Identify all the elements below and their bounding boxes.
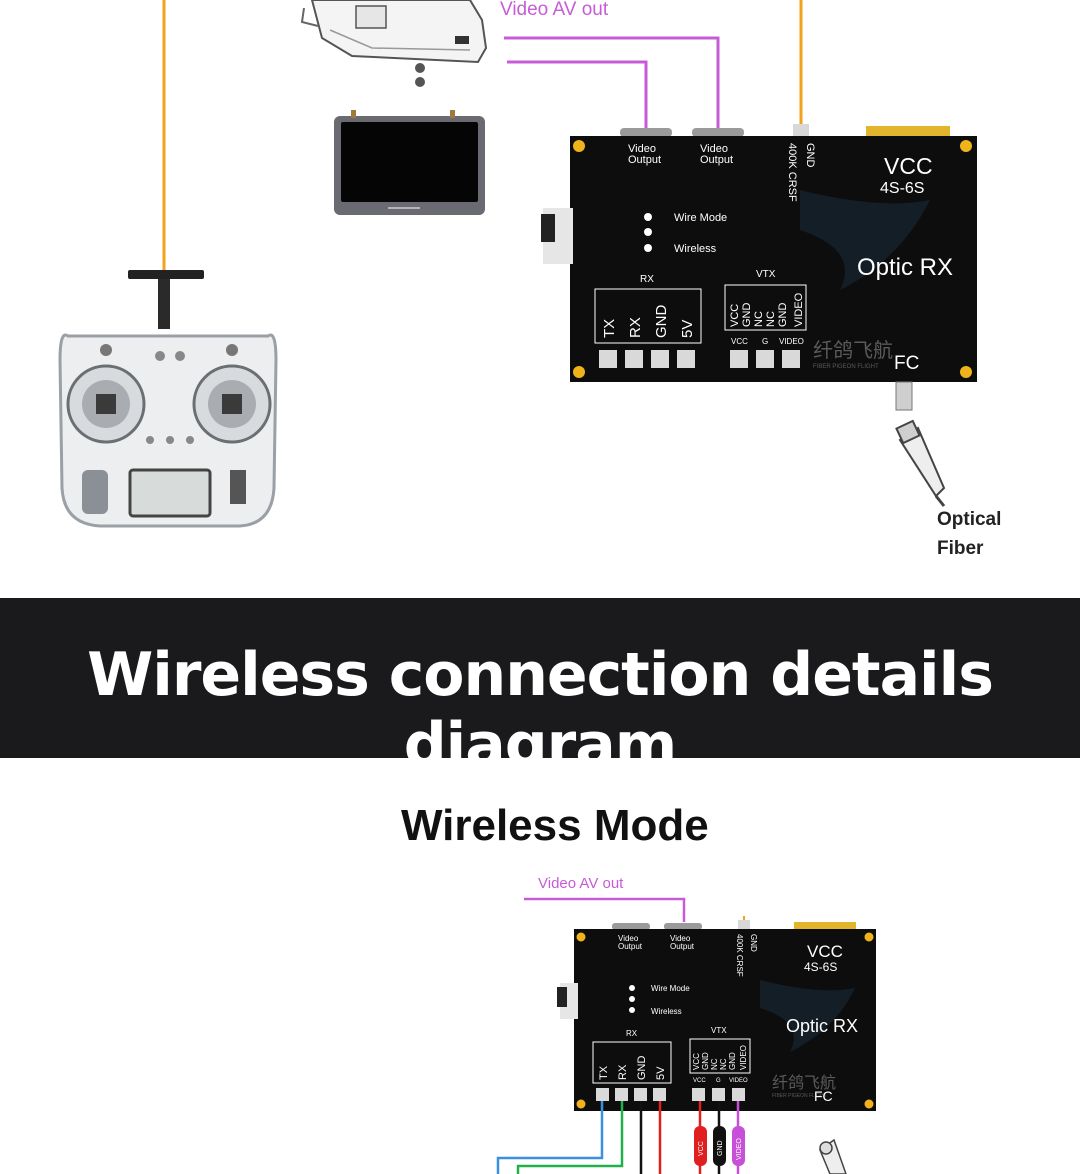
av-out-label: Video AV out [500, 0, 609, 20]
bottom-mode-wireless-label: Wireless [651, 1007, 682, 1016]
bottom-brand-cn: 纤鸽飞航 [772, 1073, 836, 1092]
fiber-label-line2: Fiber [937, 538, 984, 559]
vtx-header: VTX [756, 269, 776, 280]
bottom-av-wire [524, 897, 686, 922]
banner-title: Wireless connection details diagram [87, 640, 994, 780]
video-output-2-line1: Video [700, 143, 728, 155]
vtx-pin-vcc: VCC [729, 304, 741, 327]
bottom-vtx-pin-vcc: VCC [692, 1053, 701, 1070]
bottom-voltage-label: 4S-6S [804, 960, 837, 974]
optical-fiber-icon [895, 419, 946, 507]
bottom-video-output-1-line1: Video [618, 934, 639, 943]
wire-video-sleeve [732, 1126, 745, 1166]
gnd-label: GND [804, 143, 816, 168]
bottom-gnd-label: GND [749, 934, 758, 952]
rx-pin-rx: RX [627, 317, 644, 338]
vtx-pin-gnd1: GND [741, 303, 753, 328]
bottom-vtx-pin-nc1: NC [710, 1058, 719, 1070]
wire-label-video: VIDEO [736, 1138, 743, 1160]
bottom-vtx-header: VTX [711, 1026, 727, 1035]
vtx-pad-vcc: VCC [731, 337, 748, 346]
bottom-optical-fiber-icon [819, 1138, 847, 1174]
vtx-pin-video: VIDEO [793, 292, 805, 327]
rx-pin-tx: TX [601, 319, 618, 338]
video-output-1-line2: Output [628, 154, 661, 166]
rx-header: RX [640, 274, 654, 285]
bottom-rx-pin-tx: TX [598, 1065, 610, 1080]
bottom-av-out-label: Video AV out [538, 875, 624, 892]
bottom-video-output-1-line2: Output [618, 942, 643, 951]
bottom-vtx-pad-video: VIDEO [729, 1078, 748, 1084]
bottom-vtx-pin-nc2: NC [719, 1058, 728, 1070]
bottom-section [0, 758, 1080, 1174]
xt-connector [866, 126, 950, 138]
mode-wireless-label: Wireless [674, 243, 717, 255]
fpv-monitor-icon [334, 110, 485, 215]
bottom-mode-wire-label: Wire Mode [651, 984, 690, 993]
vtx-pin-nc1: NC [753, 311, 765, 327]
mode-title: Wireless Mode [401, 801, 709, 850]
bottom-rx-pin-5v: 5V [655, 1066, 667, 1080]
av-wire-2 [507, 60, 648, 128]
rx-pin-gnd: GND [653, 305, 670, 339]
bottom-vtx-pin-gnd1: GND [701, 1052, 710, 1070]
fc-label: FC [894, 353, 919, 374]
vtx-pin-gnd2: GND [777, 303, 789, 328]
video-output-1-line1: Video [628, 143, 656, 155]
brand-en: FIBER PIGEON FLIGHT [813, 364, 879, 370]
brand-cn: 纤鸽飞航 [813, 338, 893, 362]
bottom-vtx-pin-video: VIDEO [739, 1045, 748, 1070]
product-name: Optic RX [857, 254, 953, 281]
bottom-brand-en: FIBER PIGEON FLIGHT [772, 1093, 827, 1099]
bottom-video-output-2-line2: Output [670, 942, 695, 951]
bottom-vtx-pin-gnd2: GND [728, 1052, 737, 1070]
wire-rx-green [516, 1101, 624, 1174]
vtx-pad-video: VIDEO [779, 337, 804, 346]
bottom-vtx-pad-g: G [716, 1078, 721, 1084]
bottom-fc-label: FC [814, 1088, 833, 1104]
optic-rx-board-top: Video Output Video Output 400K CRSF GND … [541, 124, 977, 411]
bottom-vtx-pad-vcc: VCC [693, 1078, 706, 1084]
optic-rx-board-bottom: Video Output Video Output 400K CRSF GND … [557, 920, 876, 1111]
bottom-rx-pin-gnd: GND [636, 1056, 648, 1081]
av-wire-1 [504, 36, 720, 128]
bottom-product-name: Optic RX [786, 1016, 858, 1036]
vtx-pin-nc2: NC [765, 311, 777, 327]
banner-section [0, 598, 1080, 758]
vtx-pad-g: G [762, 337, 768, 346]
video-output-2-line2: Output [700, 154, 733, 166]
crsf-label: 400K CRSF [786, 143, 798, 202]
bottom-vcc-label: VCC [807, 942, 843, 961]
radio-controller-icon [58, 270, 278, 528]
bottom-video-output-2-line1: Video [670, 934, 691, 943]
wire-tx-blue [496, 1101, 604, 1174]
fiber-label-line1: Optical [937, 509, 1001, 530]
fpv-goggles-icon [300, 0, 488, 87]
wire-label-vcc: VCC [698, 1141, 705, 1156]
bottom-rx-pin-rx: RX [617, 1064, 629, 1080]
vcc-label: VCC [884, 153, 933, 179]
wire-label-gnd: GND [717, 1140, 724, 1156]
bottom-rx-header: RX [626, 1029, 638, 1038]
bottom-crsf-label: 400K CRSF [735, 934, 744, 977]
rx-pin-5v: 5V [679, 320, 696, 338]
wire-vcc-sleeve [694, 1126, 707, 1166]
wire-gnd-sleeve [713, 1126, 726, 1166]
voltage-label: 4S-6S [880, 180, 924, 197]
mode-wire-label: Wire Mode [674, 212, 727, 224]
